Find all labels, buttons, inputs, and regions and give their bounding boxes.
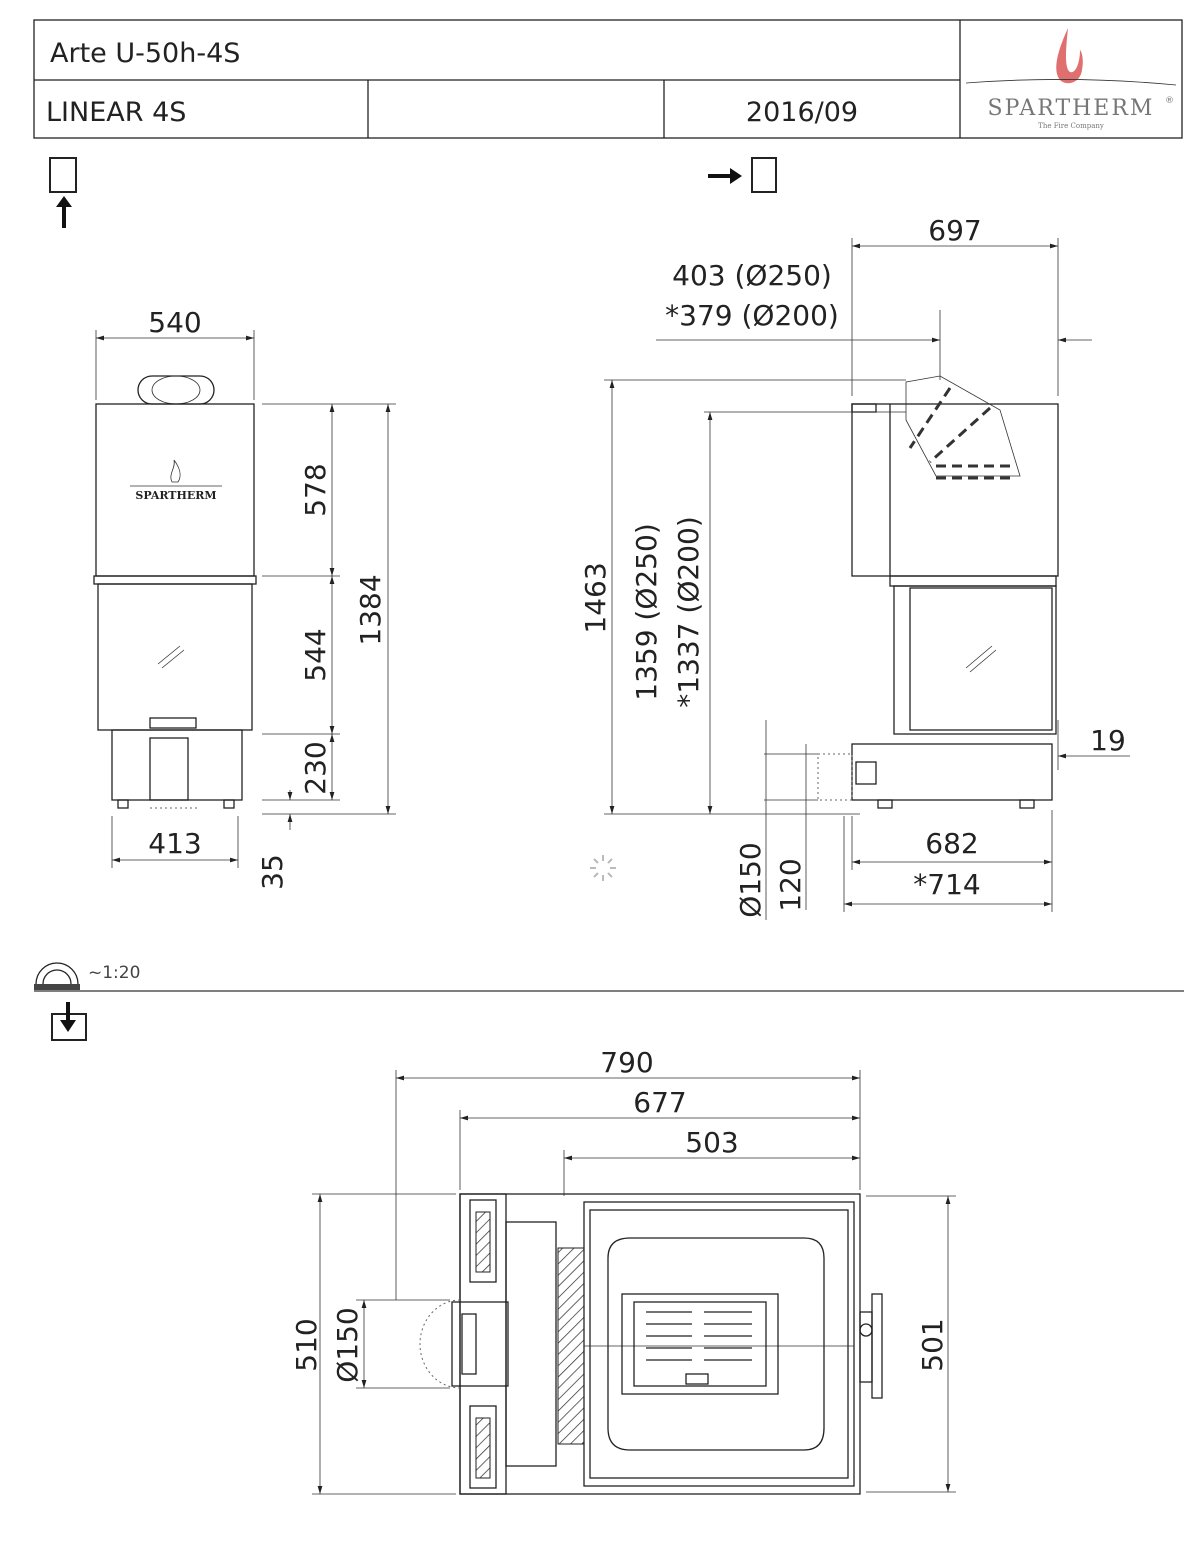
loading-spinner-icon	[590, 855, 616, 881]
spartherm-logo: SPARTHERM ® The Fire Company	[965, 28, 1177, 130]
side-view	[817, 375, 1059, 809]
dim-width-677: 677	[633, 1086, 686, 1119]
series-name: LINEAR 4S	[46, 97, 186, 128]
dim-height-578: 578	[299, 463, 332, 516]
dim-offset-19: 19	[1090, 724, 1126, 757]
dim-depth-697: 697	[928, 214, 981, 247]
top-view-dimensions: 790 677 503 510 Ø150 501	[290, 1046, 956, 1495]
dim-air-diameter: Ø150	[734, 842, 767, 917]
dim-flue-offset-200: *379 (Ø200)	[665, 299, 839, 332]
dim-air-height-120: 120	[774, 858, 807, 911]
dim-depth-714: *714	[913, 868, 980, 901]
title-block: Arte U-50h-4S LINEAR 4S 2016/09 SPARTHER…	[33, 19, 1183, 139]
dim-flue-height-250: 1359 (Ø250)	[630, 523, 663, 701]
revision-date: 2016/09	[746, 97, 858, 128]
top-view	[419, 1193, 883, 1495]
dim-height-1384: 1384	[354, 574, 387, 645]
dim-flue-offset-250: 403 (Ø250)	[672, 259, 832, 292]
device-brand: SPARTHERM	[135, 489, 216, 502]
front-view: SPARTHERM	[93, 375, 257, 809]
dim-height-1463: 1463	[579, 562, 612, 633]
front-view-icon	[49, 157, 77, 228]
dim-width-790: 790	[600, 1046, 653, 1079]
dim-depth-501: 501	[916, 1318, 949, 1371]
side-view-icon	[708, 157, 777, 193]
side-view-dimensions: 697 403 (Ø250) *379 (Ø200) 1463 1359 (Ø2…	[579, 214, 1130, 920]
dim-height-230: 230	[299, 741, 332, 794]
model-name: Arte U-50h-4S	[50, 38, 240, 69]
dim-air-diameter-top: Ø150	[331, 1307, 364, 1382]
dim-width-413: 413	[148, 827, 201, 860]
dim-flue-height-200: *1337 (Ø200)	[672, 516, 705, 708]
dim-depth-682: 682	[925, 827, 978, 860]
dim-width-503: 503	[685, 1126, 738, 1159]
dim-height-544: 544	[299, 628, 332, 681]
dim-width-540: 540	[148, 306, 201, 339]
dim-depth-510: 510	[290, 1318, 323, 1371]
front-view-dimensions: 540 578 544 230 1384 413 35	[95, 306, 396, 890]
svg-text:®: ®	[1165, 96, 1174, 106]
scale-label: ~1:20	[88, 963, 140, 983]
flame-icon	[1056, 28, 1083, 84]
scale-ruler-icon	[34, 962, 80, 990]
top-view-icon	[51, 1002, 87, 1041]
svg-text:SPARTHERM: SPARTHERM	[988, 96, 1155, 121]
svg-text:The Fire Company: The Fire Company	[1038, 122, 1104, 130]
dim-foot-35: 35	[256, 854, 289, 890]
